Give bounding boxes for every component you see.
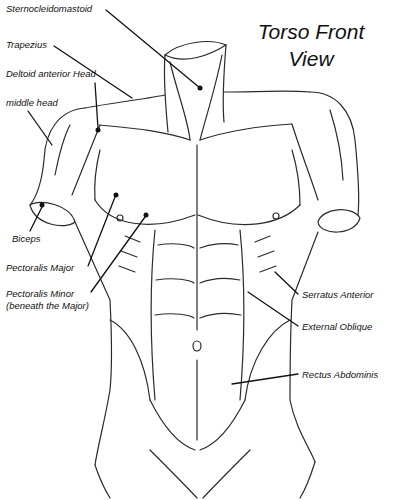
inguinal-line [150,400,195,450]
leader-dot [144,213,149,218]
muscle-label: Deltoid anterior Head [6,68,121,80]
hip-line [300,462,315,498]
groin-line [150,450,197,498]
muscle-label: External Oblique [302,321,396,333]
abs-line [158,244,194,248]
neck-outline [164,55,168,132]
muscle-label: Sternocleidomastoid [6,3,116,15]
muscle-label: Pectoralis Major [6,262,96,274]
oblique-line [245,320,290,400]
abs-line [156,279,194,283]
right-arm-cut [318,210,360,232]
abs-line [155,314,194,318]
abs-line [200,244,238,248]
leader-line [248,292,298,326]
neck-muscle [170,62,190,140]
neck-muscle [200,55,222,140]
leader-dot [114,193,119,198]
leader-line [91,217,145,292]
nipple [117,215,123,221]
torso-side [290,232,318,462]
leader-lines [28,10,298,384]
muscle-label: Serratus Anterior [302,289,396,301]
clavicle-line [100,125,190,140]
linea-alba [196,360,197,440]
right-deltoid [330,110,343,180]
leader-line [30,207,42,231]
trapezius-line [224,91,310,93]
muscle-label: Pectoralis Minor (beneath the Major) [6,288,106,312]
sternum-line [196,145,197,330]
pectoral-line [95,200,195,224]
torso-sketch [30,42,360,498]
muscle-label: middle head [6,97,86,109]
navel [193,341,201,351]
pectoral-line [95,150,100,200]
neck-outline [223,45,226,122]
leader-line [88,197,115,266]
oblique-line [110,320,150,400]
leader-line [106,10,200,88]
left-deltoid [55,125,70,175]
torso-side [75,222,112,465]
leader-dot [96,128,101,133]
abs-side [151,230,155,400]
abs-side [240,230,244,400]
leader-line [28,111,52,145]
left-arm-cut [30,202,75,225]
neck-cut [165,45,226,59]
neck-cut [165,42,226,55]
inguinal-line [200,400,245,450]
hip-line [95,465,110,498]
abs-line [200,279,240,283]
serratus-line [119,236,140,272]
clavicle-line [200,124,292,140]
abs-line [200,314,241,318]
leader-line [275,272,298,294]
muscle-label: Trapezius [6,39,86,51]
left-arm [30,108,85,205]
left-deltoid [72,125,100,195]
serratus-line [255,236,276,272]
diagram-title: Torso Front View [248,18,374,73]
leader-dot [198,86,203,91]
leader-line [95,83,98,128]
groin-line [203,450,250,498]
leader-line [232,374,298,384]
pectoral-line [198,205,300,225]
nipple [273,213,279,219]
muscle-label: Rectus Abdominis [302,369,396,381]
leader-dot [40,203,45,208]
muscle-label: Biceps [12,233,72,245]
pectoral-line [292,150,300,205]
right-deltoid [292,124,318,200]
